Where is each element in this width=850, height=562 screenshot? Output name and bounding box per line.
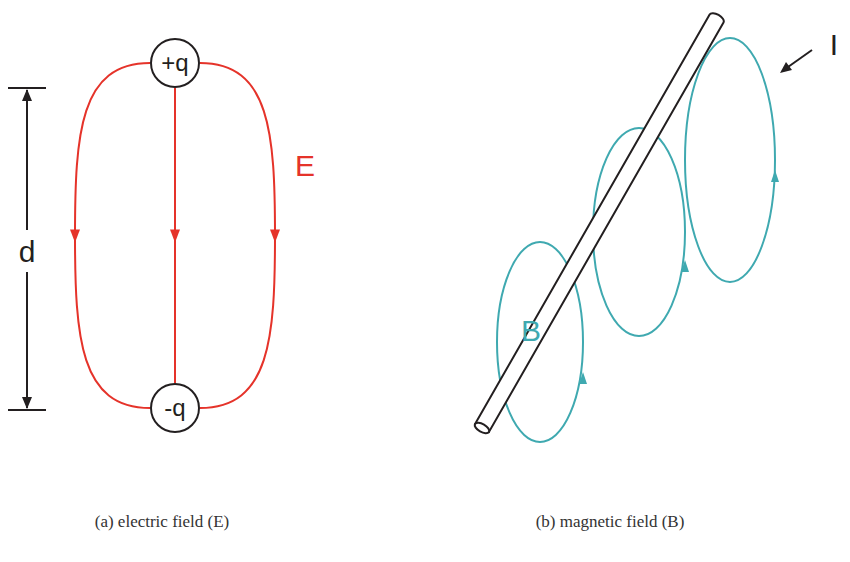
field-arrowhead bbox=[70, 230, 80, 243]
dimension-arrowhead bbox=[22, 397, 32, 409]
current-arrow bbox=[788, 50, 812, 67]
caption: (a) electric field (E) bbox=[95, 513, 230, 532]
dimension-arrowhead bbox=[22, 89, 32, 101]
wire bbox=[473, 11, 725, 435]
field-arrowhead bbox=[170, 230, 180, 243]
dimension-line bbox=[8, 88, 46, 410]
field-line bbox=[200, 63, 280, 408]
charge-circle: -q bbox=[150, 383, 200, 433]
current-arrowhead bbox=[780, 62, 792, 73]
charge-label: -q bbox=[164, 396, 185, 420]
field-arrowhead bbox=[270, 230, 280, 243]
field-label: E bbox=[295, 149, 315, 182]
caption: (b) magnetic field (B) bbox=[536, 513, 685, 532]
field-loop bbox=[497, 38, 775, 442]
charge-label: +q bbox=[161, 51, 188, 75]
field-line bbox=[170, 88, 180, 383]
dimension-label: d bbox=[17, 235, 38, 268]
charge-circle: +q bbox=[150, 38, 200, 88]
field-line bbox=[70, 63, 150, 408]
field-label: B bbox=[521, 314, 541, 347]
current-label: I bbox=[830, 28, 838, 61]
